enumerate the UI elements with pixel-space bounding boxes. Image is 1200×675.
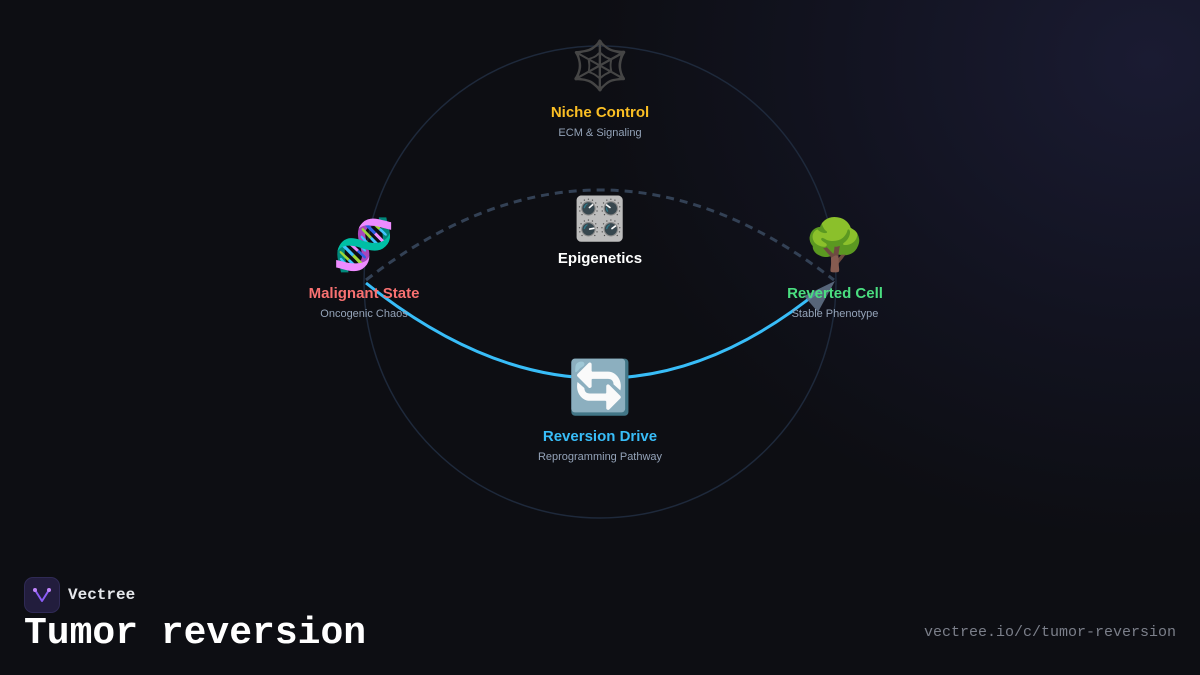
brand-name: Vectree xyxy=(68,586,136,604)
control-knobs-icon: 🎛️ xyxy=(573,194,627,243)
epigenetics-title: Epigenetics xyxy=(557,250,643,267)
malignant-state-title: Malignant State xyxy=(308,285,420,302)
epigenetics-node: 🎛️ Epigenetics xyxy=(557,194,643,268)
reversion-solid-arc xyxy=(365,281,821,380)
reverted-cell-node: 🌳 Reverted Cell Stable Phenotype xyxy=(787,220,883,320)
niche-control-node: 🕸️ Niche Control ECM & Signaling xyxy=(551,42,649,139)
malignant-state-subtitle: Oncogenic Chaos xyxy=(320,308,408,320)
niche-control-title: Niche Control xyxy=(550,104,650,121)
malignant-state-node: 🧬 Malignant State Oncogenic Chaos xyxy=(309,220,420,320)
niche-control-subtitle: ECM & Signaling xyxy=(558,127,642,139)
brand-row: Vectree xyxy=(24,577,135,613)
reversion-drive-title: Reversion Drive xyxy=(542,428,658,445)
reverted-cell-subtitle: Stable Phenotype xyxy=(791,308,879,320)
vectree-logo-icon xyxy=(24,577,60,613)
page-title: Tumor reversion xyxy=(24,612,367,655)
arc-arrowhead xyxy=(804,281,835,312)
spider-web-icon: 🕸️ xyxy=(570,38,630,94)
dna-icon: 🧬 xyxy=(332,216,396,274)
logo-mark xyxy=(33,588,51,602)
tree-icon: 🌳 xyxy=(803,216,867,274)
counterclockwise-arrows-icon: 🔄 xyxy=(567,358,633,418)
reverted-cell-title: Reverted Cell xyxy=(787,285,883,302)
dashed-epigenetic-arc xyxy=(365,188,835,282)
page-url-link[interactable]: vectree.io/c/tumor-reversion xyxy=(923,624,1176,641)
outer-cycle-circle xyxy=(363,45,837,519)
reversion-drive-node: 🔄 Reversion Drive Reprogramming Pathway xyxy=(538,362,662,463)
reversion-drive-subtitle: Reprogramming Pathway xyxy=(537,451,663,463)
